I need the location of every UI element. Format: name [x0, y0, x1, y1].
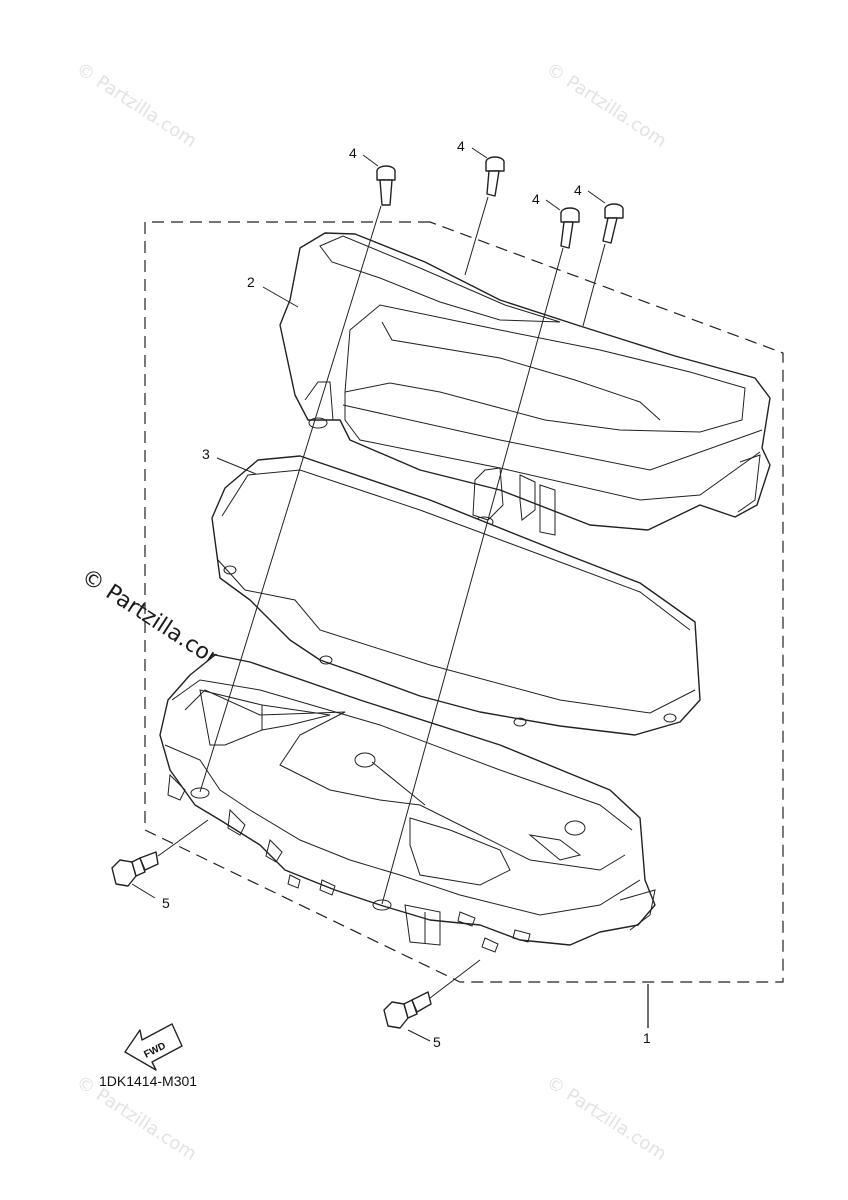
screw-4c: [560, 207, 580, 249]
watermark-bottom-right: © Partzilla.com: [542, 1072, 670, 1165]
meter-lens-part: [211, 455, 701, 736]
forward-arrow-icon: FWD: [124, 1023, 183, 1071]
callout-4b: 4: [457, 138, 465, 154]
meter-cover-part: [279, 232, 771, 536]
watermark-top-right: © Partzilla.com: [542, 59, 670, 152]
callout-4a: 4: [349, 145, 357, 161]
callout-2: 2: [247, 274, 255, 290]
callout-4d: 4: [574, 182, 582, 198]
bolt-5b: [383, 991, 432, 1029]
callout-4c: 4: [532, 191, 540, 207]
bolt-group: [111, 851, 432, 1029]
callout-1: 1: [643, 1030, 651, 1046]
screw-4b: [485, 156, 505, 197]
assembly-boundary: [144, 221, 784, 983]
callout-3: 3: [202, 446, 210, 462]
callout-leaders: [131, 147, 649, 1042]
watermark-top-left: © Partzilla.com: [72, 59, 200, 152]
callout-labels: 4 4 4 4 2 3 5 5 1: [162, 138, 651, 1050]
alignment-lines: [157, 196, 606, 999]
screw-4d: [602, 203, 624, 244]
screw-group: [376, 156, 624, 249]
bolt-5a: [111, 851, 159, 887]
diagram-code: 1DK1414-M301: [99, 1073, 197, 1089]
screw-4a: [376, 165, 396, 206]
callout-5b: 5: [433, 1034, 441, 1050]
meter-case-part: [159, 654, 656, 953]
callout-5a: 5: [162, 895, 170, 911]
